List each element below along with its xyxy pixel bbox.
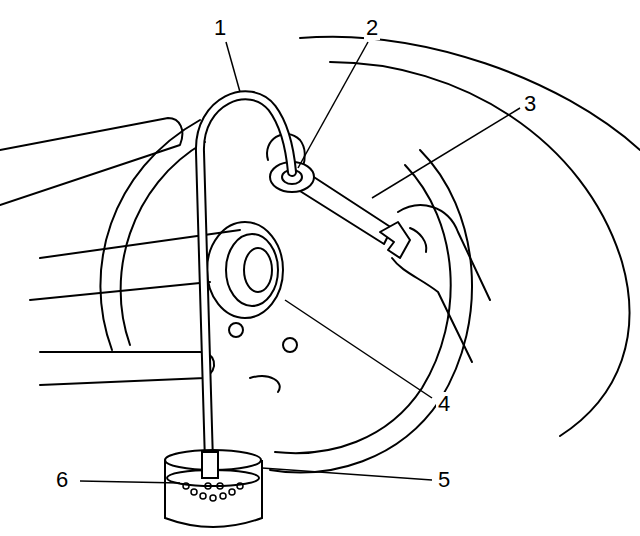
lower-arm <box>40 352 214 385</box>
hub <box>226 234 278 306</box>
hand <box>392 205 490 362</box>
bubble <box>220 493 226 499</box>
finger <box>410 228 426 252</box>
bubble <box>237 483 243 489</box>
bubble <box>191 489 197 495</box>
bubble <box>229 489 235 495</box>
leader-line <box>285 300 432 398</box>
callout-number: 1 <box>212 16 228 40</box>
leader-line <box>226 42 240 92</box>
backing-plate-inner <box>275 165 451 453</box>
hose-end <box>202 452 218 478</box>
bolt <box>229 323 243 337</box>
bubbles <box>183 483 243 501</box>
container <box>165 450 262 527</box>
bleeder-hose <box>200 95 292 462</box>
leader-line <box>80 481 180 483</box>
backing-plate-inner <box>121 142 205 345</box>
wrench-open-end <box>380 222 410 258</box>
suspension-arm <box>0 118 182 205</box>
brake-line <box>250 376 280 392</box>
hand <box>398 205 490 300</box>
callout-number: 2 <box>364 16 380 40</box>
wheel-well <box>330 62 629 436</box>
callout-number: 3 <box>522 92 538 116</box>
bubble <box>205 483 211 489</box>
bolt <box>283 338 297 352</box>
callout-number: 5 <box>436 468 452 492</box>
line-art <box>0 37 640 473</box>
backing-plate <box>270 150 472 472</box>
leader-line <box>372 108 520 198</box>
bubble <box>217 483 223 489</box>
hub <box>207 222 283 318</box>
callout-number: 6 <box>54 468 70 492</box>
bubble <box>183 483 189 489</box>
leader-lines <box>80 42 520 483</box>
bubble <box>210 495 216 501</box>
callout-number: 4 <box>436 392 452 416</box>
bubble <box>200 493 206 499</box>
hand <box>392 258 472 362</box>
leader-line <box>262 468 432 480</box>
bleeder-hose <box>200 95 292 462</box>
hub <box>244 248 272 292</box>
leader-line <box>298 42 368 168</box>
